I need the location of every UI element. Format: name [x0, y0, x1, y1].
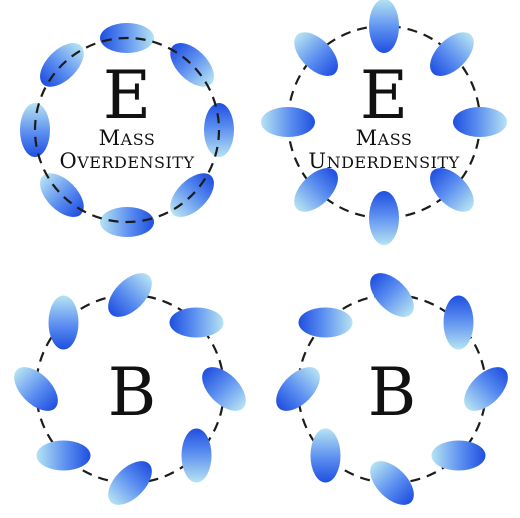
galaxy-ellipse	[32, 165, 91, 224]
caption-line-1: MASS	[99, 126, 156, 150]
galaxy-ellipse	[453, 107, 507, 137]
galaxy-ellipse	[362, 265, 421, 324]
panel-b-mode-right: B	[268, 265, 515, 512]
galaxy-ellipse	[170, 308, 224, 338]
galaxy-ellipse	[444, 296, 474, 350]
galaxy-ellipse	[311, 429, 341, 483]
mode-letter: E	[103, 57, 151, 134]
panel-b-mode-left: B	[6, 265, 253, 512]
galaxy-ellipse	[194, 359, 253, 418]
galaxy-ellipse	[456, 359, 515, 418]
galaxy-ellipse	[369, 191, 399, 245]
mode-letter: B	[368, 354, 417, 431]
galaxy-ellipse	[422, 24, 481, 83]
galaxy-ellipse	[268, 359, 327, 418]
galaxy-ellipse	[362, 453, 421, 512]
galaxy-ellipse	[37, 441, 91, 471]
caption-line-2: OVERDENSITY	[59, 149, 194, 173]
mode-letter: B	[108, 354, 157, 431]
panel-e-underdensity: E MASS UNDERDENSITY	[261, 0, 507, 245]
galaxy-ellipse	[299, 308, 353, 338]
galaxy-ellipse	[6, 359, 65, 418]
galaxy-ellipse	[20, 103, 50, 157]
galaxy-ellipse	[286, 24, 345, 83]
galaxy-ellipse	[162, 35, 221, 94]
galaxy-ellipse	[369, 0, 399, 53]
galaxy-ellipse	[100, 265, 159, 324]
galaxy-ellipse	[261, 107, 315, 137]
caption-line-2: UNDERDENSITY	[308, 149, 459, 173]
panel-e-overdensity: E MASS OVERDENSITY	[20, 23, 234, 237]
galaxy-ellipse	[100, 453, 159, 512]
galaxy-ellipse	[182, 429, 212, 483]
mode-letter: E	[360, 57, 408, 134]
caption-line-1: MASS	[356, 126, 413, 150]
galaxy-ellipse	[49, 296, 79, 350]
galaxy-ellipse	[432, 441, 486, 471]
